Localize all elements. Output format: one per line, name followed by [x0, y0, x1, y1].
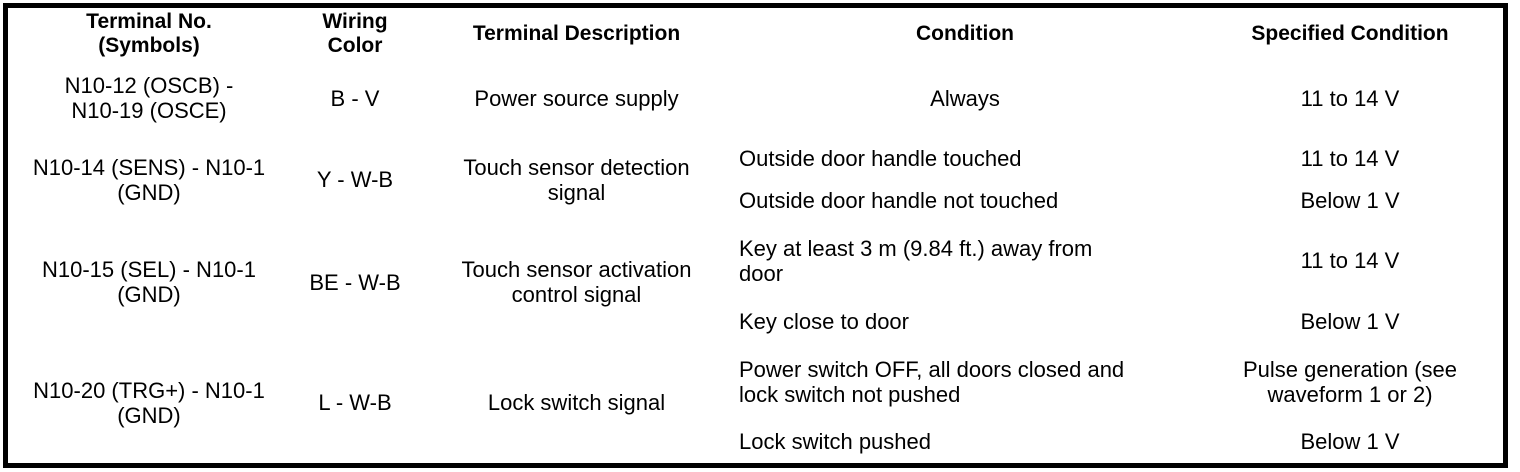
condition-cell: Lock switch pushed	[733, 420, 1197, 463]
header-line: Color	[327, 33, 383, 57]
wiring-color-cell: L - W-B	[290, 342, 420, 463]
condition-cell: Key close to door	[733, 300, 1197, 343]
terminal-description-cell: Lock switch signal	[420, 342, 733, 463]
condition-line: Lock switch pushed	[739, 429, 931, 455]
terminal-no-cell: N10-15 (SEL) - N10-1(GND)	[8, 221, 290, 343]
specified-condition-cell: 11 to 14 V	[1197, 221, 1503, 301]
header-line: Wiring	[322, 10, 388, 33]
specified-condition-line: 11 to 14 V	[1300, 146, 1400, 172]
specified-condition-line: Below 1 V	[1300, 429, 1400, 455]
terminal-no-cell: N10-20 (TRG+) - N10-1(GND)	[8, 342, 290, 463]
specified-condition-line: Pulse generation (see	[1242, 356, 1458, 382]
specified-condition-cell: 11 to 14 V	[1197, 59, 1503, 138]
header-line: Terminal No.	[86, 10, 212, 33]
specified-condition-line: Below 1 V	[1300, 188, 1400, 214]
header-line: Specified Condition	[1251, 21, 1449, 45]
terminal-no-line: N10-20 (TRG+) - N10-1	[33, 377, 265, 403]
specified-condition-cell: Below 1 V	[1197, 300, 1503, 343]
condition-line: Outside door handle touched	[739, 146, 1022, 172]
specified-condition-line: waveform 1 or 2)	[1267, 381, 1433, 407]
terminal-description-line: Power source supply	[474, 85, 679, 111]
terminal-description-line: Touch sensor activation	[461, 256, 692, 282]
specified-condition-cell: Below 1 V	[1197, 179, 1503, 222]
condition-line: lock switch not pushed	[739, 381, 961, 407]
header-terminal-description: Terminal Description	[420, 8, 733, 60]
specified-condition-cell: 11 to 14 V	[1197, 137, 1503, 180]
condition-cell: Outside door handle touched	[733, 137, 1197, 180]
header-specified-condition: Specified Condition	[1197, 8, 1503, 60]
condition-line: Key close to door	[739, 308, 909, 334]
terminal-no-line: N10-15 (SEL) - N10-1	[42, 256, 256, 282]
specified-condition-line: 11 to 14 V	[1300, 248, 1400, 274]
condition-line: Key at least 3 m (9.84 ft.) away from	[739, 235, 1093, 261]
condition-line: Power switch OFF, all doors closed and	[739, 356, 1125, 382]
terminal-no-line: (GND)	[117, 179, 181, 205]
header-line: Terminal Description	[472, 21, 681, 45]
terminal-no-cell: N10-12 (OSCB) -N10-19 (OSCE)	[8, 59, 290, 138]
header-condition: Condition	[733, 8, 1197, 60]
header-line: Condition	[916, 21, 1014, 45]
terminal-no-line: (GND)	[117, 402, 181, 428]
terminal-description-line: Lock switch signal	[487, 390, 666, 416]
table-row: Outside door handle not touched Below 1 V	[8, 179, 1503, 222]
terminal-no-line: (GND)	[117, 282, 181, 308]
wiring-color-cell: Y - W-B	[290, 137, 420, 222]
terminal-description-cell: Power source supply	[420, 59, 733, 138]
specified-condition-cell: Below 1 V	[1197, 420, 1503, 463]
terminal-description-line: Touch sensor detection	[463, 154, 690, 180]
terminal-no-line: N10-19 (OSCE)	[71, 98, 227, 124]
terminal-description-line: control signal	[511, 282, 642, 308]
header-terminal-no: Terminal No.(Symbols)	[8, 8, 290, 60]
condition-cell: Outside door handle not touched	[733, 179, 1197, 222]
table-row: Key close to door Below 1 V	[8, 300, 1503, 343]
condition-line: Outside door handle not touched	[739, 188, 1059, 214]
terminal-description-line: signal	[547, 179, 606, 205]
wiring-color-cell: BE - W-B	[290, 221, 420, 343]
specified-condition-line: 11 to 14 V	[1300, 85, 1400, 111]
table-row: Lock switch pushed Below 1 V	[8, 420, 1503, 463]
specified-condition-line: Below 1 V	[1300, 308, 1400, 334]
condition-cell: Always	[733, 59, 1197, 138]
terminal-no-cell: N10-14 (SENS) - N10-1(GND)	[8, 137, 290, 222]
condition-line: door	[739, 260, 784, 286]
terminal-no-line: N10-12 (OSCB) -	[64, 73, 234, 99]
header-line: (Symbols)	[98, 33, 200, 57]
wiring-color-cell: B - V	[290, 59, 420, 138]
terminal-no-line: N10-14 (SENS) - N10-1	[32, 154, 266, 180]
condition-line: Always	[930, 85, 1000, 111]
